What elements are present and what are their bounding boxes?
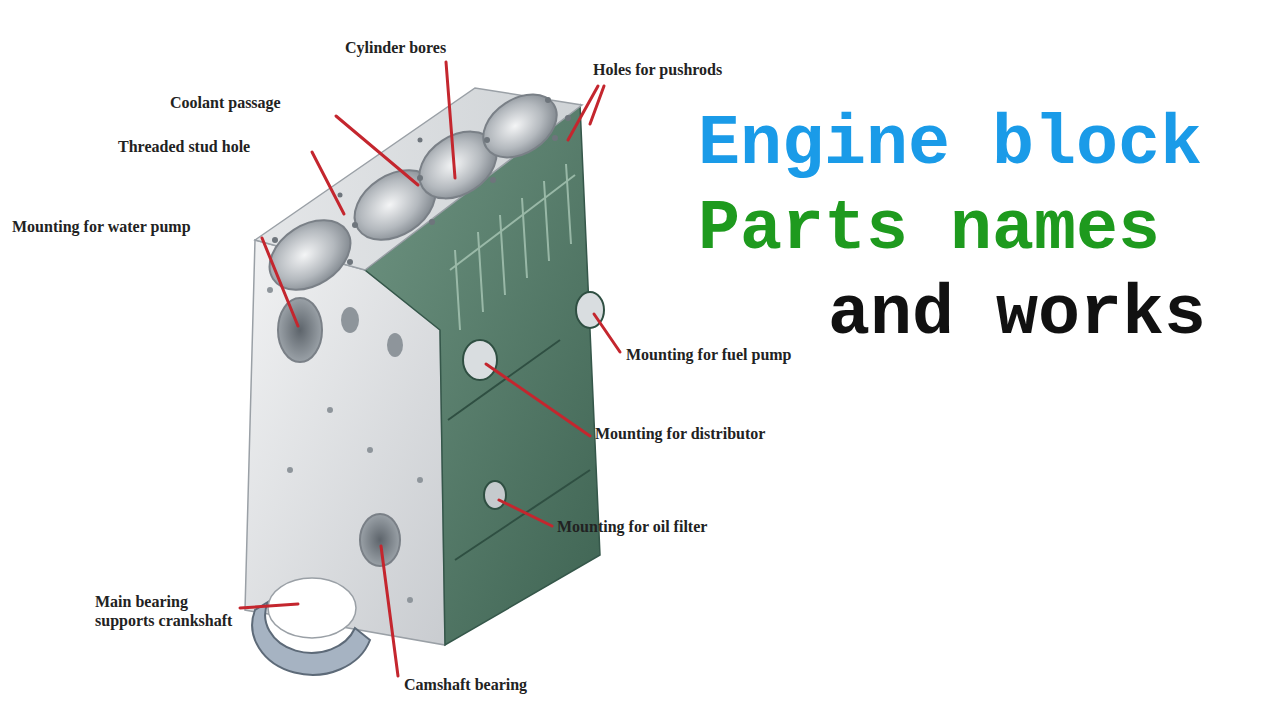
- part-label: Coolant passage: [170, 93, 281, 112]
- heading-text: and works: [828, 280, 1206, 350]
- heading-text: Parts names: [698, 195, 1160, 265]
- part-label: Mounting for distributor: [595, 424, 765, 443]
- heading-text: Engine block: [698, 110, 1202, 180]
- part-label: Mounting for oil filter: [557, 517, 707, 536]
- part-label: Mounting for water pump: [12, 217, 191, 236]
- part-label: Mounting for fuel pump: [626, 345, 792, 364]
- part-label: Camshaft bearing: [404, 675, 527, 694]
- part-label: Main bearing supports crankshaft: [95, 592, 241, 630]
- part-label: Threaded stud hole: [118, 137, 250, 156]
- part-label: Cylinder bores: [345, 38, 446, 57]
- part-label: Holes for pushrods: [593, 60, 722, 79]
